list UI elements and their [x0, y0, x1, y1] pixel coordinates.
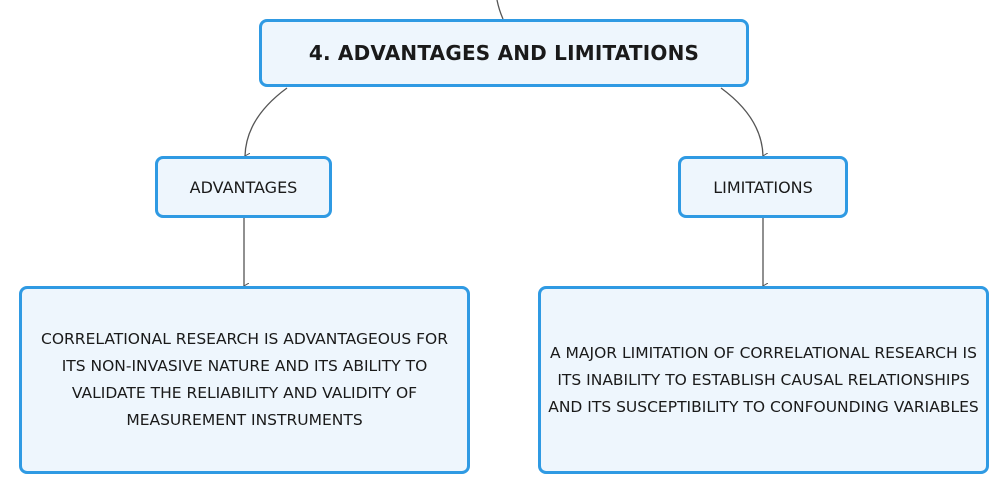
- root-node-label: 4. ADVANTAGES AND LIMITATIONS: [308, 41, 700, 65]
- connector-parent-to-root: [496, 0, 504, 20]
- advantages-node[interactable]: ADVANTAGES: [155, 156, 332, 218]
- advantages-node-label: ADVANTAGES: [189, 177, 298, 197]
- advantages-detail-text: CORRELATIONAL RESEARCH IS ADVANTAGEOUS F…: [41, 330, 448, 429]
- connector-root-to-advantages: [245, 87, 288, 156]
- limitations-node-label: LIMITATIONS: [713, 177, 813, 197]
- root-node[interactable]: 4. ADVANTAGES AND LIMITATIONS: [259, 19, 749, 87]
- advantages-detail-node[interactable]: CORRELATIONAL RESEARCH IS ADVANTAGEOUS F…: [19, 286, 470, 474]
- limitations-detail-text: A MAJOR LIMITATION OF CORRELATIONAL RESE…: [548, 343, 979, 416]
- connector-root-to-limitations: [720, 87, 763, 156]
- limitations-detail-node[interactable]: A MAJOR LIMITATION OF CORRELATIONAL RESE…: [538, 286, 989, 474]
- limitations-node[interactable]: LIMITATIONS: [678, 156, 848, 218]
